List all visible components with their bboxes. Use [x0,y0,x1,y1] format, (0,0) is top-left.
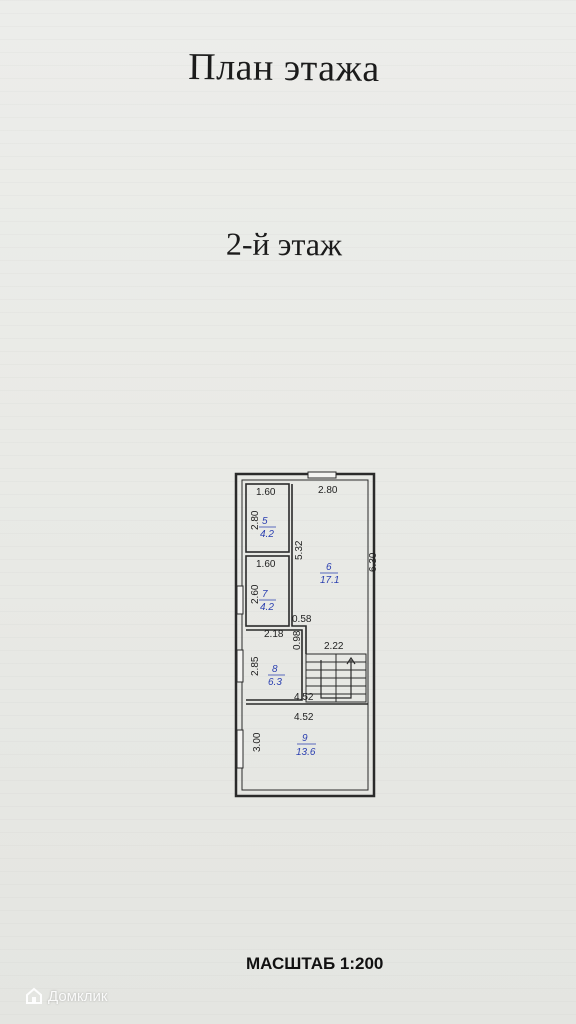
room-number: 6 [326,562,332,573]
interior-walls [245,483,368,705]
dim-room8-width: 2.18 [264,629,284,640]
windows [236,471,337,769]
dim-room7-height: 2.60 [250,584,261,604]
watermark-text: Домклик [48,987,108,1005]
room-number: 7 [262,589,268,600]
dim-room8-height: 2.85 [250,656,261,676]
room-area: 4.2 [260,529,274,540]
dim-room6-width: 2.80 [318,485,338,496]
dim-room5-width: 1.60 [256,487,276,498]
dim-stair-width: 2.22 [324,641,344,652]
dim-room9-width: 4.52 [294,712,314,723]
room-area: 4.2 [260,602,274,613]
dim-corridor-small-v: 0.98 [292,630,303,650]
watermark: Домклик [24,986,107,1006]
dim-room9-height: 3.00 [252,732,263,752]
house-logo-icon [26,987,42,1004]
staircase [305,653,367,703]
room-number: 5 [262,516,268,527]
scale-label: МАСШТАБ 1:200 [246,954,384,973]
dim-room6-left: 5.32 [294,540,305,560]
dim-room6-right: 6.30 [368,552,379,572]
dim-room5-height: 2.80 [250,510,261,530]
dim-corridor-small: 0.58 [292,614,312,625]
outer-walls [234,472,376,798]
dim-room7-width: 1.60 [256,559,276,570]
room-number: 9 [302,733,308,744]
room-area: 6.3 [268,677,282,688]
room-area: 13.6 [296,747,316,758]
room-number: 8 [272,664,278,675]
dim-room8-bottom: 4.52 [294,692,314,703]
room-area: 17.1 [320,575,339,586]
